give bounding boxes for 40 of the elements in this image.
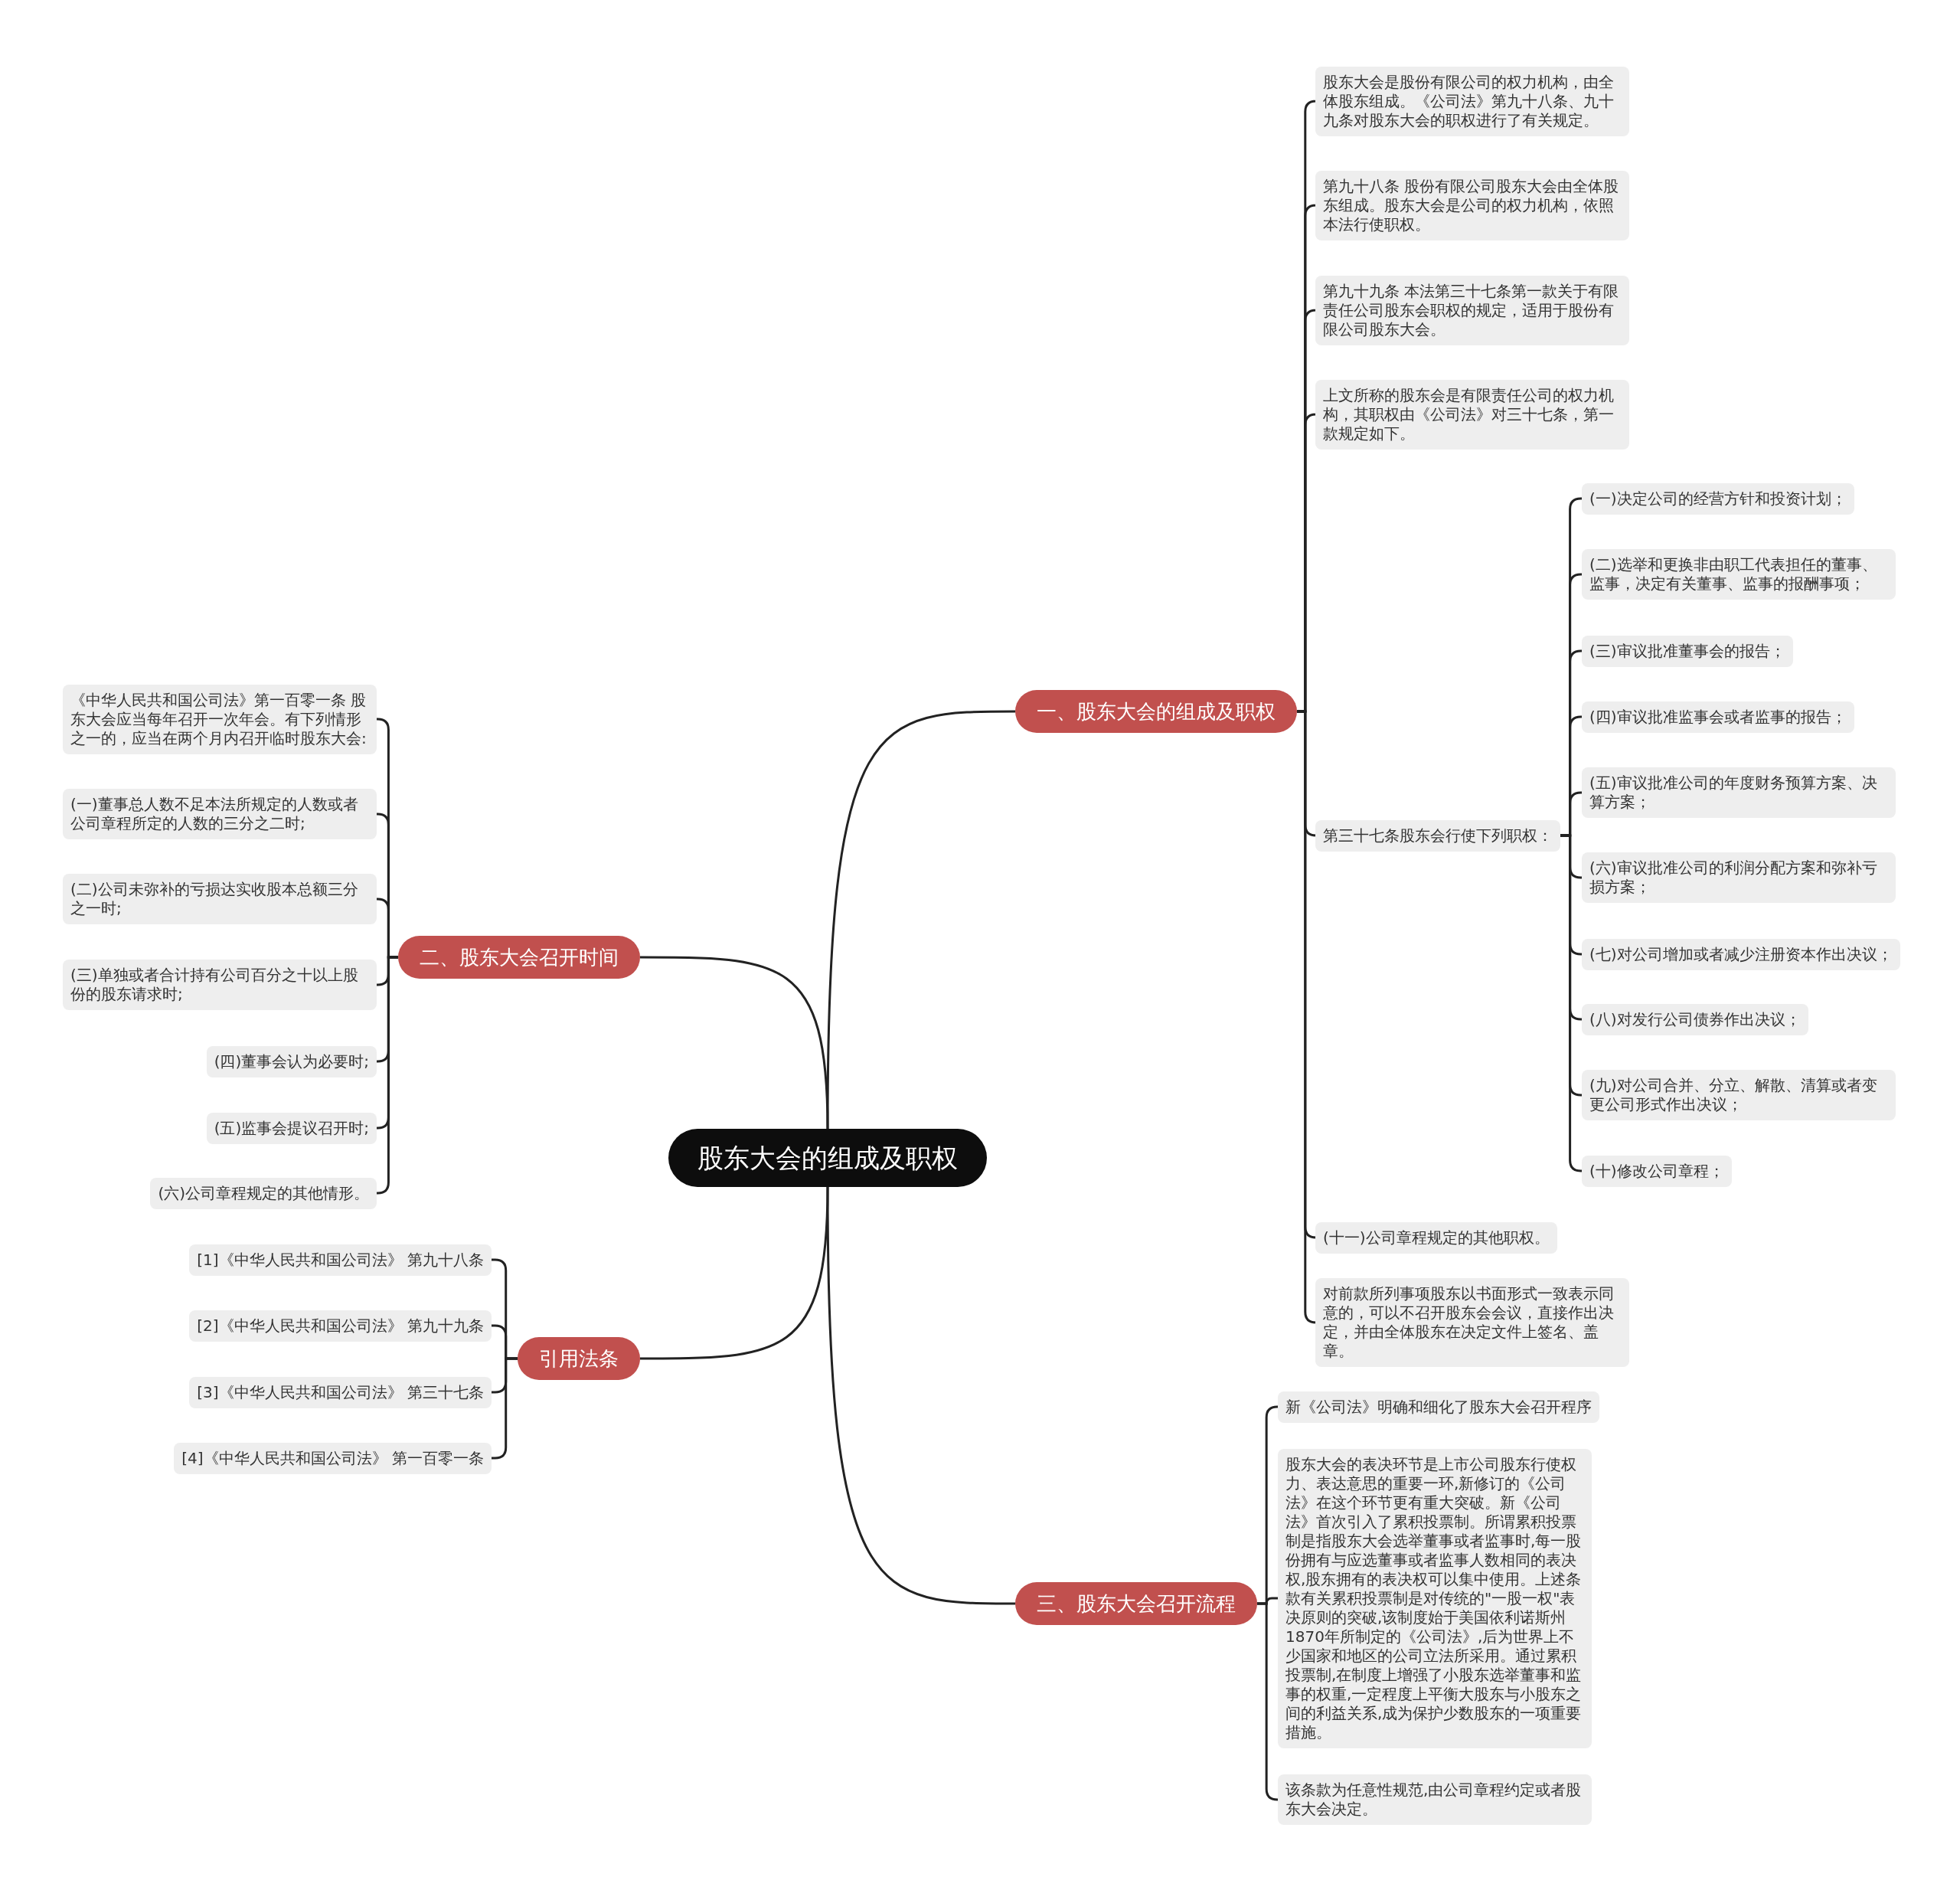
topic-card: (五)审议批准公司的年度财务预算方案、决算方案； bbox=[1582, 767, 1896, 818]
central-topic: 股东大会的组成及职权 bbox=[668, 1129, 987, 1187]
topic-card: 对前款所列事项股东以书面形式一致表示同意的，可以不召开股东会会议，直接作出决定，并由全体股东在决定文件上签名、盖章。 bbox=[1315, 1278, 1629, 1367]
topic-card: [1]《中华人民共和国公司法》 第九十八条 bbox=[189, 1244, 492, 1276]
connector-line bbox=[1257, 1602, 1279, 1801]
topic-card: [3]《中华人民共和国公司法》 第三十七条 bbox=[189, 1376, 492, 1408]
topic-card: 第九十九条 本法第三十七条第一款关于有限责任公司股东会职权的规定，适用于股份有限公司股东大会。 bbox=[1315, 275, 1629, 345]
topic-card: (九)对公司合并、分立、解散、清算或者变更公司形式作出决议； bbox=[1582, 1070, 1896, 1120]
topic-card: 第九十八条 股份有限公司股东大会由全体股东组成。股东大会是公司的权力机构，依照本法行使职权。 bbox=[1315, 170, 1629, 240]
branch-topic: 一、股东大会的组成及职权 bbox=[1015, 690, 1297, 733]
connector-line bbox=[640, 1186, 829, 1360]
topic-card: 新《公司法》明确和细化了股东大会召开程序 bbox=[1278, 1391, 1599, 1423]
topic-card: (二)选举和更换非由职工代表担任的董事、监事，决定有关董事、监事的报酬事项； bbox=[1582, 549, 1896, 600]
topic-card: 股东大会是股份有限公司的权力机构，由全体股东组成。《公司法》第九十八条、九十九条对股东大会的职权进行了有关规定。 bbox=[1315, 66, 1629, 136]
topic-card: 第三十七条股东会行使下列职权： bbox=[1315, 819, 1560, 852]
topic-card: (三)审议批准董事会的报告； bbox=[1582, 635, 1793, 667]
topic-card: (七)对公司增加或者减少注册资本作出决议； bbox=[1582, 938, 1900, 970]
connector-line bbox=[640, 956, 829, 1130]
topic-card: (六)公司章程规定的其他情形。 bbox=[150, 1177, 377, 1209]
topic-card: (六)审议批准公司的利润分配方案和弥补亏损方案； bbox=[1582, 852, 1896, 903]
connector-line bbox=[826, 1187, 1015, 1605]
topic-card: (十)修改公司章程； bbox=[1582, 1155, 1732, 1187]
topic-card: (四)审议批准监事会或者监事的报告； bbox=[1582, 701, 1854, 733]
topic-card: (三)单独或者合计持有公司百分之十以上股份的股东请求时; bbox=[63, 960, 377, 1010]
topic-card: (一)董事总人数不足本法所规定的人数或者公司章程所定的人数的三分之二时; bbox=[63, 789, 377, 839]
topic-card: [2]《中华人民共和国公司法》 第九十九条 bbox=[189, 1310, 492, 1342]
topic-card: (五)监事会提议召开时; bbox=[206, 1112, 377, 1144]
topic-card: (八)对发行公司债券作出决议； bbox=[1582, 1003, 1808, 1035]
topic-card: 上文所称的股东会是有限责任公司的权力机构，其职权由《公司法》对三十七条，第一款规定如下。 bbox=[1315, 379, 1629, 450]
topic-card: 《中华人民共和国公司法》第一百零一条 股东大会应当每年召开一次年会。有下列情形之一的，应当在两个月内召开临时股东大会: bbox=[63, 684, 377, 754]
topic-card: (二)公司未弥补的亏损达实收股本总额三分之一时; bbox=[63, 874, 377, 924]
topic-card: [4]《中华人民共和国公司法》 第一百零一条 bbox=[174, 1442, 492, 1474]
branch-topic: 引用法条 bbox=[518, 1337, 640, 1380]
topic-card: 该条款为任意性规范,由公司章程约定或者股东大会决定。 bbox=[1278, 1774, 1592, 1825]
topic-card: 股东大会的表决环节是上市公司股东行使权力、表达意思的重要一环,新修订的《公司法》在这个环节更有重大突破。新《公司法》首次引入了累积投票制。所谓累积投票制是指股东大会选举董事或者监事时,每一股份拥有与应选董事或者监事人数相同的表决权,股东拥有的表决权可以集中使用。上述条款有关累积投票制是对传统的"一股一权"表决原则的突破,该制度始于美国依利诺斯州1870年所制定的《公司法》,后为世界上不少国家和地区的公司立法所采用。通过累积投票制,在制度上增强了小股东选举董事和监事的权重,一定程度上平衡大股东与小股东之间的利益关系,成为保护少数股东的一项重要措施。 bbox=[1278, 1448, 1592, 1748]
topic-card: (四)董事会认为必要时; bbox=[206, 1045, 377, 1077]
topic-card: (一)决定公司的经营方针和投资计划； bbox=[1582, 482, 1854, 515]
topic-card: (十一)公司章程规定的其他职权。 bbox=[1315, 1221, 1557, 1254]
branch-topic: 二、股东大会召开时间 bbox=[398, 936, 640, 979]
branch-topic: 三、股东大会召开流程 bbox=[1015, 1582, 1257, 1625]
